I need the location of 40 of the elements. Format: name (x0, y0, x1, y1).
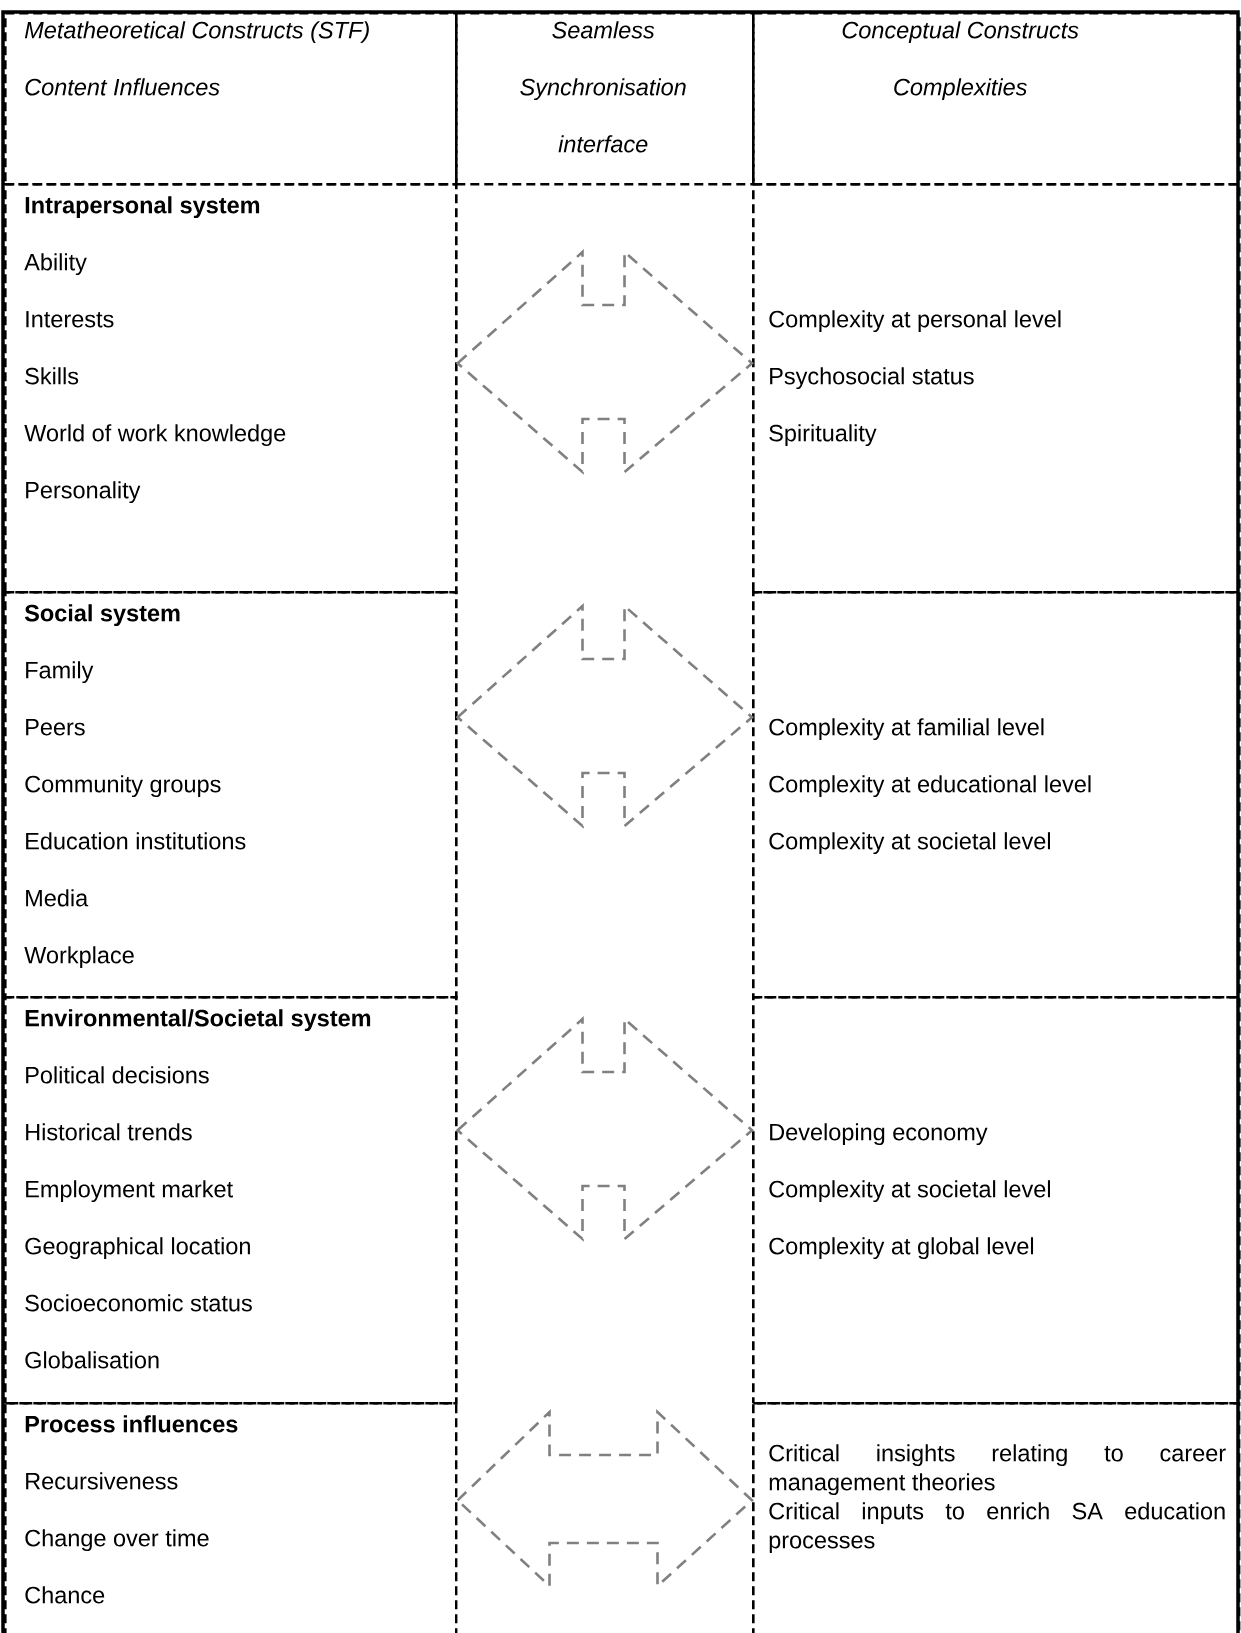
item-text: Recursiveness (26, 1472, 178, 1490)
item-text: Complexity at familial level (769, 718, 1044, 741)
item-text: Complexity at societal level (769, 1180, 1050, 1203)
item-text: Critical inputs to enrich SA education processes (769, 1502, 1225, 1554)
item-text: Media (26, 889, 89, 907)
item-text: Complexity at educational level (769, 775, 1091, 798)
item-text: Change over time (25, 1529, 209, 1552)
item-text: Interests (26, 311, 114, 328)
item-text: Complexity at societal level (769, 832, 1050, 855)
item-text: Community groups (25, 775, 221, 798)
item-text: Critical insights relating to career management theories (769, 1444, 1226, 1496)
section-heading: Process influences (25, 1415, 238, 1433)
column-header: Content Influences (25, 78, 220, 96)
item-text: Personality (26, 481, 141, 504)
item-text: Globalisation (25, 1351, 159, 1369)
section-heading: Intrapersonal system (25, 196, 260, 219)
item-text: Education institutions (26, 832, 246, 850)
item-text: Employment market (26, 1180, 233, 1203)
item-text: Ability (24, 253, 87, 276)
column-header: Metatheoretical Constructs (STF) (24, 21, 369, 44)
column-header: Conceptual Constructs (842, 21, 1079, 44)
column-header: Seamless Synchronisation interface (520, 21, 686, 153)
item-text: Socioeconomic status (25, 1294, 252, 1312)
item-text: World of work knowledge (24, 424, 286, 447)
item-text: Peers (26, 719, 85, 736)
item-text: Chance (25, 1586, 105, 1604)
item-text: Psychosocial status (770, 367, 974, 390)
item-text: Complexity at global level (769, 1237, 1034, 1260)
item-text: Geographical location (25, 1237, 250, 1260)
item-text: Spirituality (769, 424, 877, 447)
item-text: Developing economy (770, 1123, 988, 1146)
item-text: Political decisions (26, 1066, 209, 1084)
item-text: Family (26, 661, 94, 684)
item-text: Complexity at personal level (769, 310, 1061, 333)
item-text: Historical trends (26, 1123, 192, 1141)
item-text: Skills (25, 367, 79, 385)
item-text: Workplace (24, 946, 134, 969)
column-header: Complexities (894, 78, 1027, 101)
section-heading: Social system (24, 604, 180, 627)
section-heading: Environmental/Societal system (25, 1009, 371, 1032)
